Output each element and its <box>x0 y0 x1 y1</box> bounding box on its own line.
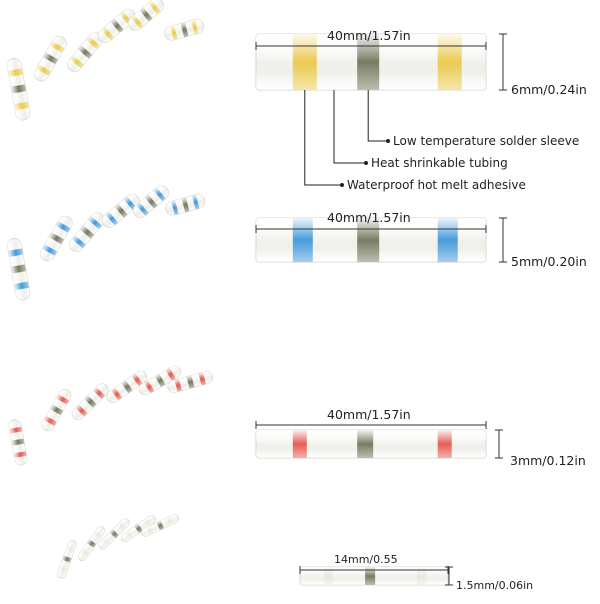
connector-piece <box>8 419 28 466</box>
diameter-label-blue: 5mm/0.20in <box>511 254 587 269</box>
connector-piece <box>165 194 206 216</box>
connector-diagram-red <box>255 421 503 459</box>
length-dimension-line <box>255 225 487 233</box>
length-label-blue: 40mm/1.57in <box>327 210 411 225</box>
connector-piece <box>98 518 130 550</box>
connector-cluster-red <box>8 365 214 466</box>
length-label-red: 40mm/1.57in <box>327 407 411 422</box>
connector-diagram-yellow <box>255 33 507 187</box>
length-dimension-line <box>255 42 487 50</box>
connector-piece <box>164 19 205 41</box>
connector-cluster-blue <box>6 185 206 301</box>
diameter-label-yellow: 6mm/0.24in <box>511 82 587 97</box>
connector-piece <box>56 539 77 579</box>
diameter-dimension-line <box>445 566 453 586</box>
connector-piece <box>127 0 164 31</box>
diameter-label-red: 3mm/0.12in <box>510 453 586 468</box>
connector-piece <box>67 32 103 73</box>
connector-diagram-blue <box>255 217 507 263</box>
length-dimension-line <box>255 421 487 429</box>
connector-piece <box>40 215 73 262</box>
connector-piece <box>71 383 109 421</box>
callout-heat-shrink: Heat shrinkable tubing <box>371 156 508 170</box>
callout-hot-melt: Waterproof hot melt adhesive <box>347 178 526 192</box>
callout-solder-sleeve: Low temperature solder sleeve <box>393 134 580 148</box>
length-label-yellow: 40mm/1.57in <box>327 28 411 43</box>
connector-piece <box>97 8 136 43</box>
connector-piece <box>69 212 105 253</box>
length-label-white: 14mm/0.55 <box>334 553 398 566</box>
diameter-dimension-line <box>495 429 503 459</box>
connector-piece <box>6 238 31 301</box>
connector-piece <box>167 371 214 393</box>
connector-cluster-white <box>56 514 180 579</box>
connector-piece <box>41 388 72 432</box>
connector-cluster-yellow <box>6 0 205 121</box>
diameter-dimension-line <box>499 217 507 263</box>
connector-piece <box>77 526 106 562</box>
connector-piece <box>34 35 67 82</box>
diameter-dimension-line <box>499 33 507 91</box>
connector-piece <box>101 193 140 228</box>
connector-piece <box>141 514 180 537</box>
connector-piece <box>120 514 156 543</box>
connector-diagram-white <box>299 566 453 586</box>
callout-leader-lines <box>304 90 390 187</box>
connector-piece <box>106 370 148 403</box>
connector-piece <box>132 185 169 218</box>
connector-piece <box>6 58 31 121</box>
diameter-label-white: 1.5mm/0.06in <box>456 579 534 592</box>
connector-piece <box>138 365 182 396</box>
